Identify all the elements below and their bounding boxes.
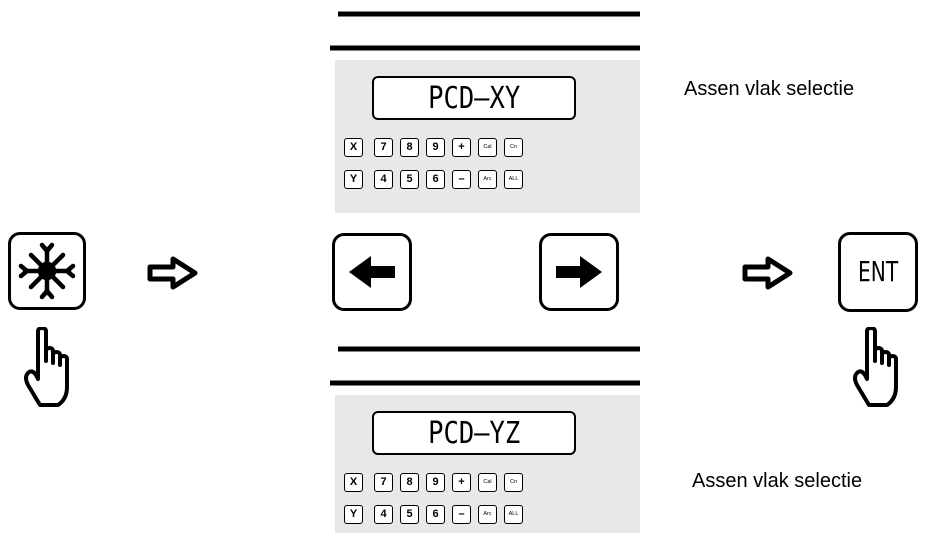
key-4[interactable]: 4 <box>374 170 393 189</box>
top-caption: Assen vlak selectie <box>684 78 855 100</box>
key-9[interactable]: 9 <box>426 138 445 157</box>
enter-key[interactable]: ENT <box>838 232 918 312</box>
key-arc[interactable]: Arc <box>478 505 497 524</box>
enter-key-label-text: ENT <box>857 255 899 288</box>
top-panel: PCD–XY X 7 8 9 + Cal Cn Y 4 5 6 – Arc AL… <box>300 0 640 215</box>
display-text: PCD–XY <box>427 80 521 116</box>
key-cn[interactable]: Cn <box>504 138 523 157</box>
enter-key-label: ENT <box>841 255 915 288</box>
key-8[interactable]: 8 <box>400 138 419 157</box>
key-5[interactable]: 5 <box>400 505 419 524</box>
key-minus[interactable]: – <box>452 505 471 524</box>
key-6[interactable]: 6 <box>426 170 445 189</box>
bottom-caption: Assen vlak selectie <box>692 470 863 492</box>
function-key[interactable] <box>8 232 86 310</box>
key-minus[interactable]: – <box>452 170 471 189</box>
key-all[interactable]: ALL <box>504 170 523 189</box>
lcd-display: PCD–YZ <box>372 411 576 455</box>
key-7[interactable]: 7 <box>374 138 393 157</box>
key-y[interactable]: Y <box>344 505 363 524</box>
lcd-display: PCD–XY <box>372 76 576 120</box>
left-arrow-icon <box>349 256 395 288</box>
hand-pointer-icon <box>24 327 69 407</box>
key-y[interactable]: Y <box>344 170 363 189</box>
key-arc[interactable]: Arc <box>478 170 497 189</box>
snowflake-icon <box>18 242 76 300</box>
key-cn[interactable]: Cn <box>504 473 523 492</box>
key-plus[interactable]: + <box>452 138 471 157</box>
right-outline-arrow-icon <box>742 256 793 290</box>
left-arrow-key[interactable] <box>332 233 412 311</box>
hand-pointer-icon <box>853 327 898 407</box>
right-outline-arrow-icon <box>147 256 198 290</box>
key-all[interactable]: ALL <box>504 505 523 524</box>
key-cal[interactable]: Cal <box>478 138 497 157</box>
key-x[interactable]: X <box>344 473 363 492</box>
key-7[interactable]: 7 <box>374 473 393 492</box>
key-4[interactable]: 4 <box>374 505 393 524</box>
key-plus[interactable]: + <box>452 473 471 492</box>
right-arrow-icon <box>556 256 602 288</box>
key-x[interactable]: X <box>344 138 363 157</box>
key-8[interactable]: 8 <box>400 473 419 492</box>
key-9[interactable]: 9 <box>426 473 445 492</box>
key-5[interactable]: 5 <box>400 170 419 189</box>
bottom-panel: PCD–YZ X 7 8 9 + Cal Cn Y 4 5 6 – Arc AL… <box>300 335 640 533</box>
key-6[interactable]: 6 <box>426 505 445 524</box>
right-arrow-key[interactable] <box>539 233 619 311</box>
key-cal[interactable]: Cal <box>478 473 497 492</box>
display-text: PCD–YZ <box>427 415 521 451</box>
